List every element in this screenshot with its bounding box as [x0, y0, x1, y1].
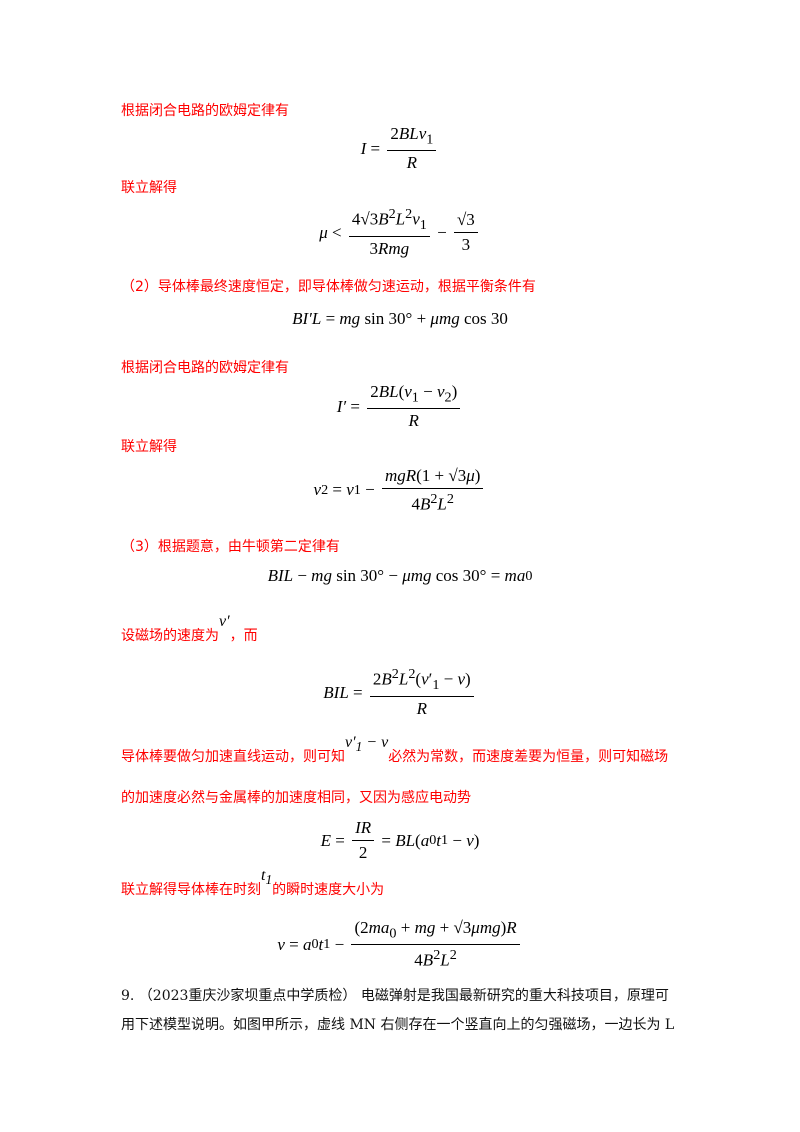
text-uniform-acceleration: 导体棒要做匀加速直线运动，则可知v′1 − v必然为常数，而速度差要为恒量，则可…	[121, 734, 669, 765]
text-field-speed: 设磁场的速度为v′，而	[121, 613, 258, 644]
text-solve-1: 联立解得	[121, 180, 177, 196]
text-ohm-law-2: 根据闭合电路的欧姆定律有	[121, 360, 289, 376]
equation-current-prime: I′ = 2BL(v1 − v2)R	[0, 382, 800, 431]
equation-bil: BIL = 2B2L2(v′1 − v)R	[0, 666, 800, 719]
text-field-acceleration: 的加速度必然与金属棒的加速度相同，又因为感应电动势	[121, 790, 471, 806]
text-solve-2: 联立解得	[121, 439, 177, 455]
symbol-v1-prime-minus-v: v′1 − v	[345, 734, 389, 755]
text-part-2: （2）导体棒最终速度恒定，即导体棒做匀速运动，根据平衡条件有	[121, 279, 536, 295]
text-ohm-law-1: 根据闭合电路的欧姆定律有	[121, 103, 289, 119]
symbol-v-prime: v′	[219, 613, 230, 630]
text-part-3: （3）根据题意，由牛顿第二定律有	[121, 539, 340, 555]
text-solve-3: 联立解得导体棒在时刻t1的瞬时速度大小为	[121, 867, 385, 898]
equation-balance: BI′L = mg sin 30° + μmg cos 30	[292, 309, 508, 328]
question-9-line-2: 用下述模型说明。如图甲所示，虚线 MN 右侧存在一个竖直向上的匀强磁场，一边长为…	[121, 1017, 675, 1033]
symbol-t1: t1	[261, 867, 273, 888]
question-9-line-1: 9. （2023重庆沙家坝重点中学质检） 电磁弹射是我国最新研究的重大科技项目，…	[121, 988, 669, 1004]
